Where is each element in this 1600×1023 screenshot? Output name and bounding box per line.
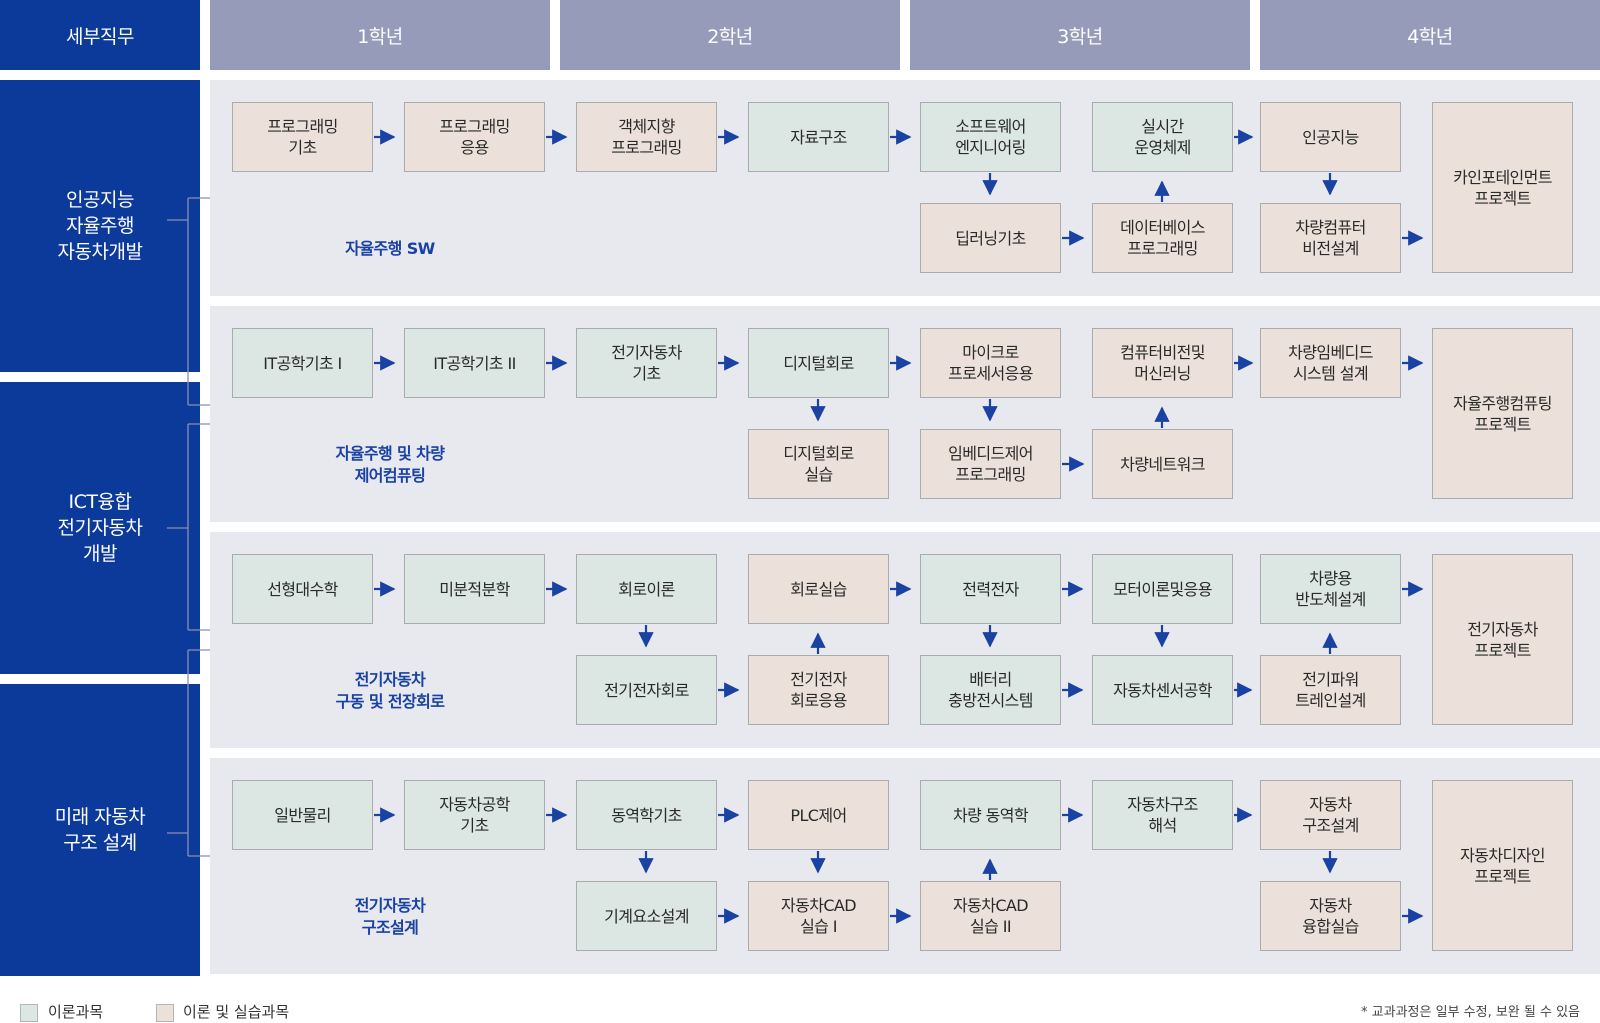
track-title-ev-drive: 전기자동차 구동 및 전장회로 xyxy=(335,670,445,711)
legend-label-theory: 이론과목 xyxy=(48,1003,104,1021)
course-deep-learning-basics: 딥러닝기초 xyxy=(920,203,1061,273)
course-it-engineering-basics-2: IT공학기초 II xyxy=(404,328,545,398)
course-electronic-circuit-application: 전기전자 회로응용 xyxy=(748,655,889,725)
course-it-engineering-basics-1: IT공학기초 I xyxy=(232,328,373,398)
course-electrical-electronic-circuits: 전기전자회로 xyxy=(576,655,717,725)
header-role-text: 세부직무 xyxy=(66,25,134,48)
course-database-programming: 데이터베이스 프로그래밍 xyxy=(1092,203,1233,273)
course-plc-control: PLC제어 xyxy=(748,780,889,850)
role-future-structure-text: 미래 자동차 구조 설계 xyxy=(54,806,146,854)
header-year-1-text: 1학년 xyxy=(357,25,403,48)
role-ai-autonomous: 인공지능 자율주행 자동차개발 xyxy=(0,80,200,372)
track-title-control-computing: 자율주행 및 차량 제어컴퓨팅 xyxy=(335,444,445,485)
course-vehicle-network: 차량네트워크 xyxy=(1092,429,1233,499)
course-automotive-engineering-basics: 자동차공학 기초 xyxy=(404,780,545,850)
course-realtime-os: 실시간 운영체제 xyxy=(1092,102,1233,172)
course-circuit-lab: 회로실습 xyxy=(748,554,889,624)
header-year-3-text: 3학년 xyxy=(1057,25,1103,48)
course-artificial-intelligence: 인공지능 xyxy=(1260,102,1401,172)
course-microprocessor-application: 마이크로 프로세서응용 xyxy=(920,328,1061,398)
course-computer-vision-ml: 컴퓨터비전및 머신러닝 xyxy=(1092,328,1233,398)
course-calculus: 미분적분학 xyxy=(404,554,545,624)
track-title-ev-structure: 전기자동차 구조설계 xyxy=(354,896,426,937)
course-object-oriented-programming: 객체지향 프로그래밍 xyxy=(576,102,717,172)
role-future-structure: 미래 자동차 구조 설계 xyxy=(0,684,200,976)
capstone-car-infotainment-project: 카인포테인먼트 프로젝트 xyxy=(1432,102,1573,273)
role-ai-autonomous-text: 인공지능 자율주행 자동차개발 xyxy=(57,189,143,263)
course-vehicle-structure-analysis: 자동차구조 해석 xyxy=(1092,780,1233,850)
course-software-engineering: 소프트웨어 엔지니어링 xyxy=(920,102,1061,172)
course-data-structures: 자료구조 xyxy=(748,102,889,172)
curriculum-note: * 교과과정은 일부 수정, 보완 될 수 있음 xyxy=(1361,1005,1580,1020)
course-power-electronics: 전력전자 xyxy=(920,554,1061,624)
course-ev-basics: 전기자동차 기초 xyxy=(576,328,717,398)
bracket-role-2 xyxy=(167,423,210,631)
legend-label-theory-practice: 이론 및 실습과목 xyxy=(183,1003,290,1021)
capstone-car-design-project: 자동차디자인 프로젝트 xyxy=(1432,780,1573,951)
track-title-autonomous-sw: 자율주행 SW xyxy=(345,239,435,258)
course-programming-application: 프로그래밍 응용 xyxy=(404,102,545,172)
header-year-4: 4학년 xyxy=(1260,0,1600,70)
header-year-2-text: 2학년 xyxy=(707,25,753,48)
course-vehicle-embedded-design: 차량임베디드 시스템 설계 xyxy=(1260,328,1401,398)
header-year-1: 1학년 xyxy=(210,0,550,70)
course-embedded-control-programming: 임베디드제어 프로그래밍 xyxy=(920,429,1061,499)
course-programming-basics: 프로그래밍 기초 xyxy=(232,102,373,172)
course-vehicle-dynamics: 차량 동역학 xyxy=(920,780,1061,850)
course-vehicle-structure-design: 자동차 구조설계 xyxy=(1260,780,1401,850)
course-circuit-theory: 회로이론 xyxy=(576,554,717,624)
role-ict-ev: ICT융합 전기자동차 개발 xyxy=(0,382,200,674)
course-digital-circuits: 디지털회로 xyxy=(748,328,889,398)
capstone-autonomous-computing-project: 자율주행컴퓨팅 프로젝트 xyxy=(1432,328,1573,499)
course-machine-element-design: 기계요소설계 xyxy=(576,881,717,951)
header-year-3: 3학년 xyxy=(910,0,1250,70)
capstone-ev-project: 전기자동차 프로젝트 xyxy=(1432,554,1573,725)
course-battery-charging-system: 배터리 충방전시스템 xyxy=(920,655,1061,725)
course-automotive-cad-lab-1: 자동차CAD 실습 I xyxy=(748,881,889,951)
course-dynamics-basics: 동역학기초 xyxy=(576,780,717,850)
role-ict-ev-text: ICT융합 전기자동차 개발 xyxy=(57,491,143,565)
header-role-label: 세부직무 xyxy=(0,0,200,70)
course-digital-circuits-lab: 디지털회로 실습 xyxy=(748,429,889,499)
legend-swatch-theory xyxy=(20,1004,38,1022)
course-vehicle-computer-vision: 차량컴퓨터 비전설계 xyxy=(1260,203,1401,273)
course-automotive-sensors: 자동차센서공학 xyxy=(1092,655,1233,725)
course-motor-theory-application: 모터이론및응용 xyxy=(1092,554,1233,624)
course-linear-algebra: 선형대수학 xyxy=(232,554,373,624)
header-year-4-text: 4학년 xyxy=(1407,25,1453,48)
legend-swatch-theory-practice xyxy=(156,1004,174,1022)
course-electric-powertrain-design: 전기파워 트레인설계 xyxy=(1260,655,1401,725)
course-general-physics: 일반물리 xyxy=(232,780,373,850)
header-year-2: 2학년 xyxy=(560,0,900,70)
bracket-role-3 xyxy=(167,649,210,857)
bracket-role-1 xyxy=(167,197,210,406)
course-automotive-cad-lab-2: 자동차CAD 실습 II xyxy=(920,881,1061,951)
course-vehicle-convergence-lab: 자동차 융합실습 xyxy=(1260,881,1401,951)
course-vehicle-semiconductor-design: 차량용 반도체설계 xyxy=(1260,554,1401,624)
